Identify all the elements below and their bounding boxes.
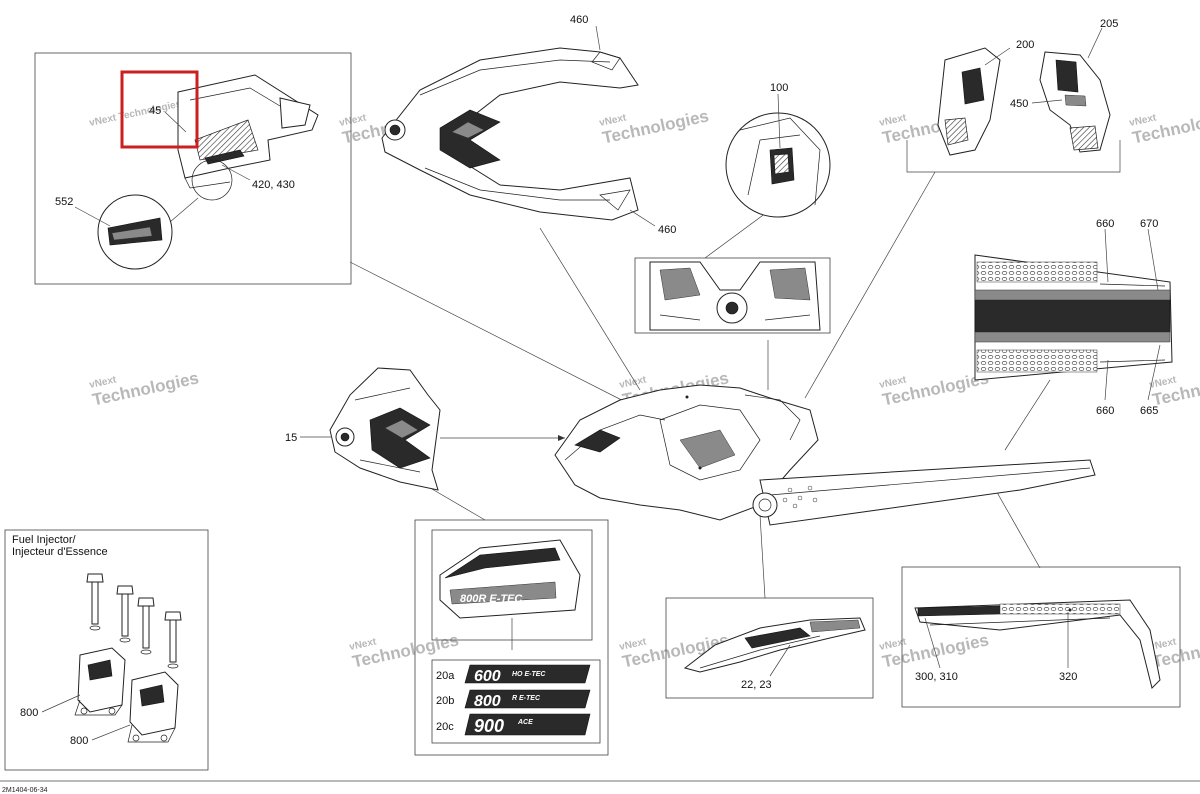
callout-20a: 20a (436, 670, 455, 682)
watermark-text: Technologies (91, 368, 201, 409)
decal-900-suffix: ACE (517, 719, 533, 726)
main-sled-assembly (554, 384, 1096, 526)
watermark-text: Technologies (1131, 106, 1200, 147)
callout-800-left: 800 (20, 707, 38, 719)
callout-660-bottom: 660 (1096, 405, 1114, 417)
watermark-text: Technologies (1151, 630, 1200, 671)
callout-22-23: 22, 23 (741, 679, 772, 691)
callout-460-bottom: 460 (658, 224, 676, 236)
front-hood-small: 15 (285, 367, 441, 491)
decal-small-text: 800R E-TEC (460, 593, 523, 605)
watermark-text: Technologies (601, 106, 711, 147)
watermark-text: Technologies (881, 368, 991, 409)
callout-670: 670 (1140, 218, 1158, 230)
callout-450: 450 (1010, 98, 1028, 110)
callout-420-430: 420, 430 (252, 179, 295, 191)
callout-552: 552 (55, 196, 73, 208)
decal-600-suffix: HO E-TEC (512, 671, 546, 678)
detail-box-side-panel: 45 420, 430 552 (34, 52, 352, 285)
drawing-code: 2M1404-06-34 (2, 787, 48, 794)
callout-200: 200 (1016, 39, 1034, 51)
callout-800-right: 800 (70, 735, 88, 747)
watermark-line1: vNext Technologies (88, 99, 182, 129)
watermark-text: Technologies (351, 630, 461, 671)
callout-20c: 20c (436, 721, 454, 733)
callout-460-top: 460 (570, 14, 588, 26)
decal-600-number: 600 (474, 668, 501, 685)
detail-box-console (634, 257, 831, 334)
callout-665: 665 (1140, 405, 1158, 417)
detail-circle-100: 100 (725, 82, 831, 218)
detail-box-fuel-injector: Fuel Injector/ Injecteur d'Essence 800 8… (4, 529, 209, 771)
decal-900-number: 900 (474, 716, 504, 736)
watermark-text: Technologies (1151, 368, 1200, 409)
decal-box: 800R E-TEC 600 HO E-TEC 800 R E-TEC 900 … (414, 519, 609, 756)
detail-box-nose: 22, 23 (665, 597, 874, 699)
footer: 2M1404-06-34 (0, 780, 1200, 794)
callout-100: 100 (770, 82, 788, 94)
decal-800-suffix: R E-TEC (512, 695, 541, 702)
callout-20b: 20b (436, 695, 454, 707)
decal-800-number: 800 (474, 693, 501, 710)
fuel-injector-title-fr: Injecteur d'Essence (12, 546, 108, 558)
side-panels-pair: 200 205 450 (906, 18, 1121, 173)
callout-300-310: 300, 310 (915, 671, 958, 683)
tunnel-top-view: 660 670 660 665 (974, 218, 1173, 417)
detail-box-tunnel-side: 300, 310 320 (901, 566, 1181, 708)
fuel-injector-title-en: Fuel Injector/ (12, 534, 77, 546)
callout-205: 205 (1100, 18, 1118, 30)
callout-320: 320 (1059, 671, 1077, 683)
callout-45: 45 (149, 105, 161, 117)
callout-660-top: 660 (1096, 218, 1114, 230)
callout-15: 15 (285, 432, 297, 444)
front-hood-top: 460 460 (381, 14, 676, 236)
watermark-text: Technologies (881, 630, 991, 671)
highlight-box (120, 70, 199, 149)
